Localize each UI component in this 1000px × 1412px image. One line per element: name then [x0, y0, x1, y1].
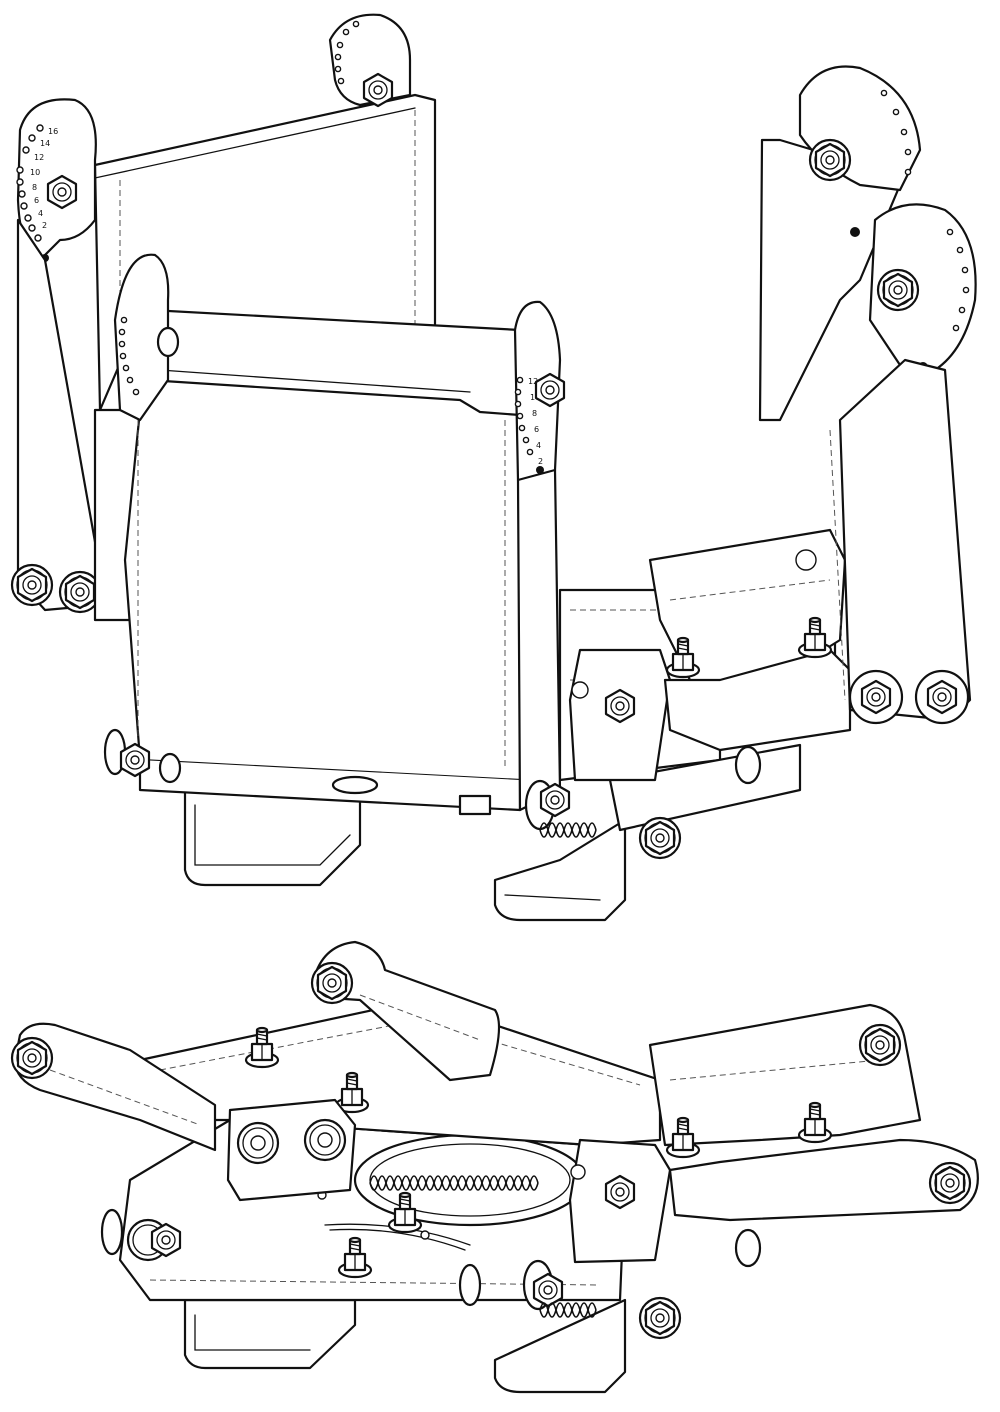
right-mount-bracket: [648, 528, 852, 785]
pivot-bolt-icon: [814, 142, 846, 178]
pivot-bolt-icon: [882, 272, 914, 308]
right-front-angle-plate: [868, 203, 977, 372]
front-axle-hardware: [100, 1208, 682, 1340]
base-foot-right-folded: [493, 1298, 627, 1394]
front-left-angle-plate: [113, 253, 180, 422]
clamp-nut-icon: [604, 688, 636, 724]
pivot-bolt-icon: [46, 174, 78, 210]
folded-left-arm: [10, 1022, 217, 1152]
link-nut-icon: [16, 567, 48, 603]
svg-text:14: 14: [40, 139, 50, 148]
pivot-bolt-icon: [316, 965, 348, 1001]
svg-text:10: 10: [30, 168, 40, 177]
lock-pin-icon: [850, 227, 860, 237]
swivel-plate: [353, 1133, 587, 1227]
angle-scale-holes: [16, 124, 44, 242]
assembly-upright-view: 10 8 6 4 2 12 14 16: [10, 13, 977, 922]
base-foot-left: [183, 788, 362, 887]
arm-nut-icon: [934, 1165, 966, 1201]
lock-pin-icon: [536, 466, 544, 474]
rear-right-angle-plate: [328, 13, 412, 108]
svg-text:2: 2: [42, 221, 47, 230]
link-nut-icon: [860, 679, 892, 715]
axle-nut-icon: [532, 1272, 564, 1308]
clamp-nut-icon: [604, 1174, 636, 1210]
axle-nut-icon: [539, 782, 571, 818]
svg-text:4: 4: [38, 209, 43, 218]
base-foot-left-folded: [183, 1298, 357, 1370]
angle-scale-marks: 10 8 6 4 2 12 14 16: [30, 127, 58, 230]
clamp-nut-icon: [644, 820, 676, 856]
rear-left-angle-plate: 10 8 6 4 2 12 14 16: [16, 98, 97, 262]
svg-text:16: 16: [48, 127, 58, 136]
front-seat-panel: [123, 308, 522, 812]
front-right-angle-plate: 12 10 8 6 4 2: [513, 300, 566, 812]
front-clamp-bracket: [568, 648, 672, 782]
svg-text:12: 12: [528, 377, 538, 386]
svg-text:12: 12: [34, 153, 44, 162]
axle-nut-icon: [119, 742, 151, 778]
folded-right-bracket: [568, 1003, 979, 1268]
svg-text:6: 6: [534, 425, 539, 434]
right-link-arm: [829, 358, 972, 725]
right-pivot-arm: [758, 65, 922, 422]
arm-nut-icon: [16, 1040, 48, 1076]
svg-text:2: 2: [538, 457, 543, 466]
assembly-folded-view: [10, 940, 979, 1394]
pivot-bolt-icon: [362, 72, 394, 108]
base-foot-right: [493, 818, 627, 922]
bottom-hardware: [103, 728, 682, 860]
clamp-nut-icon: [644, 1300, 676, 1336]
pivot-bolt-icon: [534, 372, 566, 408]
svg-text:6: 6: [34, 196, 39, 205]
link-nut-icon: [926, 679, 958, 715]
link-nut-icon: [64, 574, 96, 610]
svg-text:8: 8: [32, 183, 37, 192]
axle-nut-icon: [150, 1222, 182, 1258]
svg-text:4: 4: [536, 441, 541, 450]
svg-text:8: 8: [532, 409, 537, 418]
folded-clamp-bracket: [226, 1098, 357, 1202]
pivot-bolt-icon: [864, 1027, 896, 1063]
folded-top-plate: [310, 940, 501, 1082]
